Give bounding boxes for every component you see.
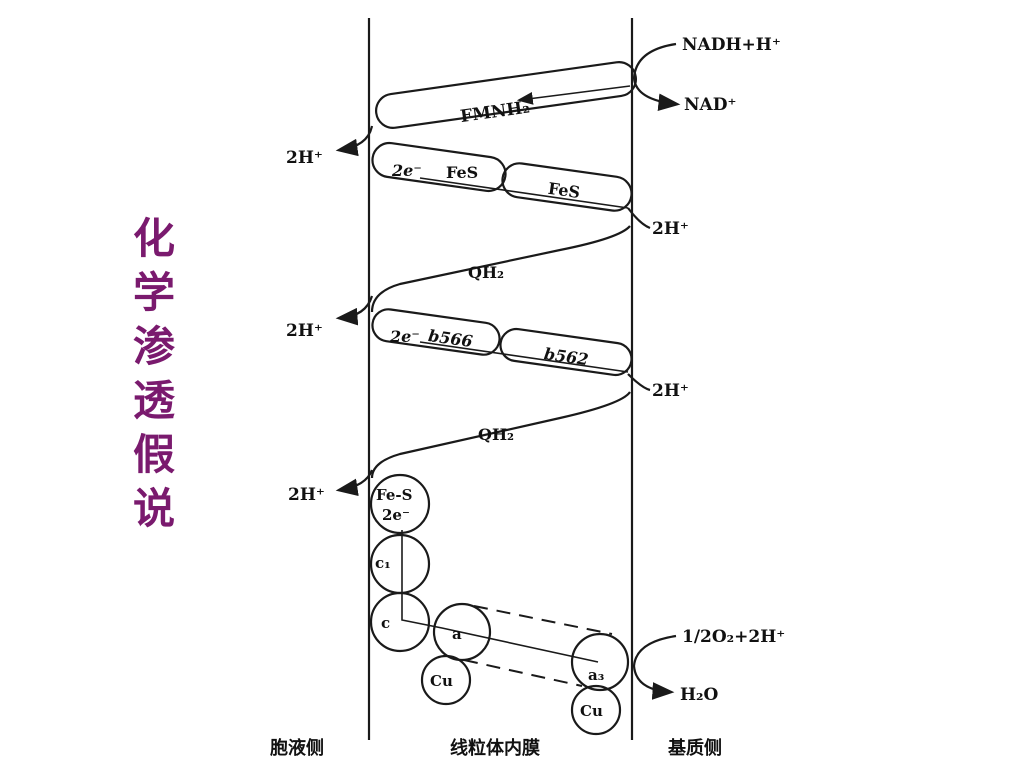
label-fes-3: Fe-S <box>376 486 412 504</box>
fes-circle <box>369 473 431 535</box>
a-circle <box>432 602 492 662</box>
label-nad: NAD⁺ <box>684 95 736 115</box>
qh2-path-2 <box>370 391 631 479</box>
label-a: a <box>452 625 462 643</box>
electron-path-c <box>401 530 599 663</box>
b562-capsule <box>499 327 633 377</box>
proton-path-1 <box>335 125 374 157</box>
proton-path-4 <box>627 373 651 392</box>
label-2h-5: 2H⁺ <box>288 485 325 505</box>
oxygen-arc <box>632 634 677 700</box>
c-circle <box>369 591 431 653</box>
label-cu-1: Cu <box>430 672 453 690</box>
fes-capsule-1 <box>371 141 507 193</box>
bottom-label-membrane: 线粒体内膜 <box>450 737 540 759</box>
label-2h-1: 2H⁺ <box>286 148 323 168</box>
vertical-title: 化学渗透假说 <box>132 214 175 533</box>
label-2h-3: 2H⁺ <box>286 321 323 341</box>
label-2h-4: 2H⁺ <box>652 381 689 401</box>
nadh-arc <box>632 42 681 112</box>
fes-electron-line <box>419 177 629 209</box>
qh2-path-1 <box>370 225 631 313</box>
dashed-link-top <box>473 605 613 635</box>
fmnh2-electron-arrow <box>516 85 631 105</box>
cu-circle-2 <box>570 684 622 736</box>
proton-path-3 <box>335 295 374 326</box>
b566-capsule <box>371 308 501 356</box>
label-fes-2: FeS <box>547 179 582 202</box>
dashed-link-bottom <box>463 659 583 687</box>
a3-circle <box>570 632 630 692</box>
label-c1: c₁ <box>375 554 391 572</box>
b-electron-line <box>419 341 629 373</box>
label-2h-2: 2H⁺ <box>652 219 689 239</box>
label-qh2-1: QH₂ <box>468 263 504 282</box>
label-fmnh2: FMNH₂ <box>459 98 531 128</box>
label-nadh: NADH+H⁺ <box>682 35 781 55</box>
label-h2o: H₂O <box>680 685 719 705</box>
label-e-2: 2e⁻ <box>389 327 420 346</box>
cu-circle-1 <box>420 654 472 706</box>
label-o2: 1/2O₂+2H⁺ <box>682 627 785 647</box>
proton-path-5 <box>335 469 374 497</box>
label-e-3: 2e⁻ <box>382 506 410 524</box>
label-c: c <box>381 614 390 632</box>
fes-capsule-2 <box>501 162 633 212</box>
bottom-label-cytosol: 胞液侧 <box>270 737 324 759</box>
bottom-label-matrix: 基质侧 <box>667 737 722 759</box>
fmnh2-capsule <box>375 61 637 129</box>
label-fes-1: FeS <box>446 163 478 182</box>
label-e-1: 2e⁻ <box>391 161 422 180</box>
label-a3: a₃ <box>588 666 604 684</box>
label-cu-2: Cu <box>580 702 603 720</box>
label-qh2-2: QH₂ <box>478 425 514 444</box>
proton-path-2 <box>627 207 651 230</box>
